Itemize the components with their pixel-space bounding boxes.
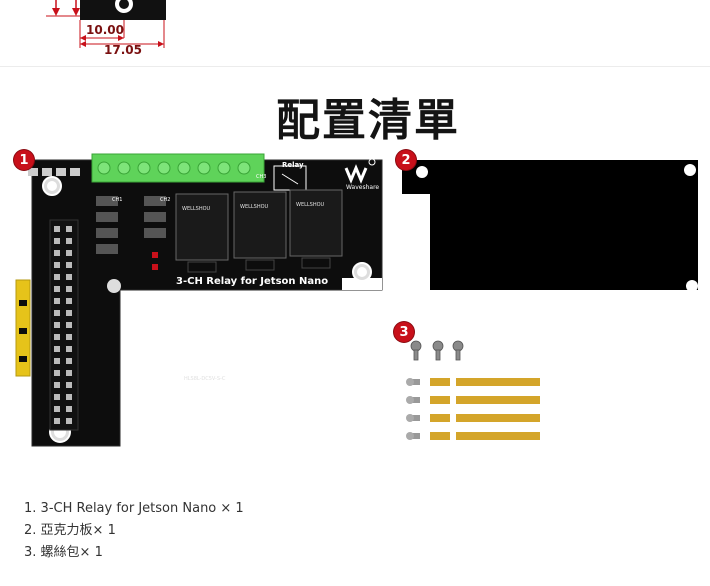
board-brand: Waveshare	[346, 184, 380, 191]
screw-pack-figure: 3	[394, 318, 554, 458]
dimension-outer-label: 17.05	[104, 43, 142, 57]
acrylic-plate-figure: 2	[394, 150, 710, 300]
list-item-text: 螺絲包× 1	[40, 545, 103, 560]
list-item: 2. 亞克力板× 1	[24, 520, 244, 542]
section-divider	[0, 66, 710, 67]
svg-text:WELLSHOU: WELLSHOU	[240, 204, 269, 210]
board-channel-2: CH2	[160, 197, 171, 203]
badge-2: 2	[396, 150, 416, 170]
relay-board-figure: WELLSHOU WELLSHOU WELLSHOU	[12, 150, 394, 452]
svg-text:WELLSHOU: WELLSHOU	[296, 202, 325, 208]
list-item: 1. 3-CH Relay for Jetson Nano × 1	[24, 498, 244, 520]
board-channel-3: CH3	[256, 174, 267, 180]
badge-3: 3	[394, 322, 414, 342]
dimension-inner-label: 10.00	[86, 23, 124, 37]
packing-list: 1. 3-CH Relay for Jetson Nano × 1 2. 亞克力…	[24, 498, 244, 564]
dimension-drawing: 10.00 17.05	[0, 0, 200, 62]
board-label: 3-CH Relay for Jetson Nano	[176, 276, 329, 287]
list-item-text: 3-CH Relay for Jetson Nano × 1	[40, 501, 244, 516]
board-relay-title: Relay	[282, 161, 304, 169]
badge-1: 1	[14, 150, 34, 170]
list-item-text: 亞克力板× 1	[40, 523, 116, 538]
board-channel-1: CH1	[112, 197, 123, 203]
list-item-number: 2.	[24, 523, 37, 538]
section-title: 配置清單	[276, 95, 460, 146]
list-item-number: 3.	[24, 545, 37, 560]
list-item-number: 1.	[24, 501, 37, 516]
board-relay-model: HLS8L-DC5V-S-C	[184, 376, 226, 382]
svg-text:WELLSHOU: WELLSHOU	[182, 206, 211, 212]
list-item: 3. 螺絲包× 1	[24, 542, 244, 564]
